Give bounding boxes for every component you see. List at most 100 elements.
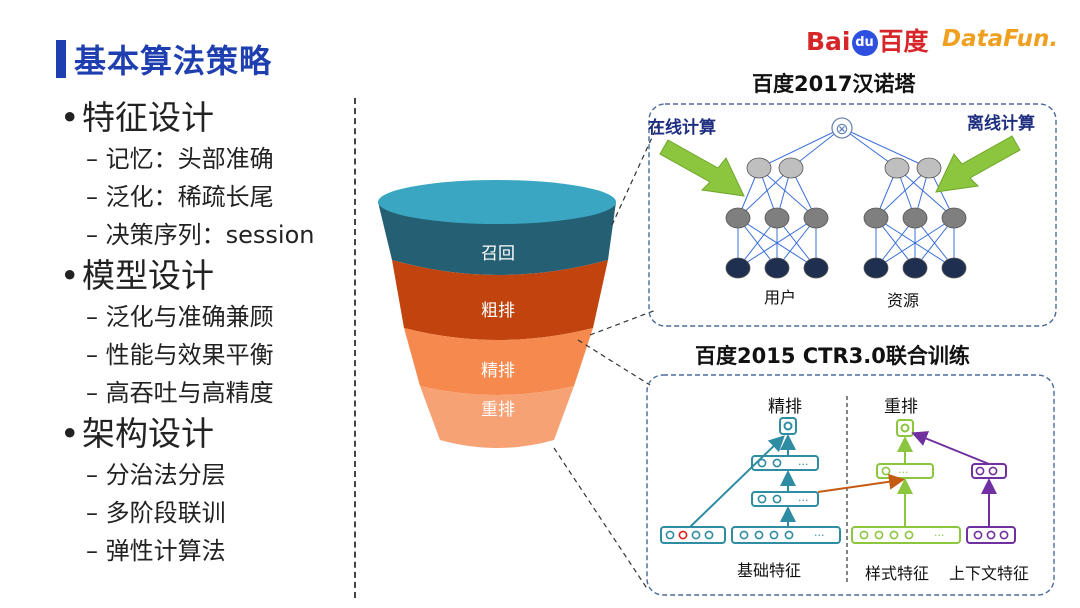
connector-line [553,447,649,591]
style-feature-label: 样式特征 [865,564,929,583]
ctr-title: 百度2015 CTR3.0联合训练 [695,344,970,368]
outline-section-model: •模型设计 – 泛化与准确兼顾 – 性能与效果平衡 – 高吞吐与高精度 [60,254,350,412]
tower-edge [875,217,955,269]
feature-dot [757,458,767,468]
outline-section-architecture: •架构设计 – 分治法分层 – 多阶段联训 – 弹性计算法 [60,412,350,570]
tower-edge [758,127,843,169]
funnel-top [378,180,616,224]
fine-edge [689,435,785,528]
funnel-fine-band [404,328,593,395]
tower-node [902,257,928,279]
tower-node [941,207,967,229]
feature-dot [739,530,749,540]
funnel-rerank-band [420,386,574,448]
ctr-feature-dots [665,458,1009,540]
tower-edge [758,167,817,219]
feature-dot [904,530,914,540]
outline-list: •特征设计 – 记忆：头部准确 – 泛化：稀疏长尾 – 决策序列：session… [60,96,350,570]
ellipsis: ··· [798,494,809,507]
bullet: • [60,98,80,137]
ctr-rerank-network [817,419,1016,544]
tower-node [916,157,942,179]
connector-line [611,119,661,226]
tower-edge [841,127,930,169]
feature-dot [772,494,782,504]
feature-dot [784,530,794,540]
context-feature-block [966,526,1016,544]
tower-node [941,257,967,279]
online-arrow-icon [659,139,745,197]
online-label: 在线计算 [648,117,716,138]
combine-icon: ⊗ [835,119,848,138]
funnel-stage-recall: 召回 [481,244,515,264]
feature-dot [889,530,899,540]
outline-item: – 泛化：稀疏长尾 [86,183,274,211]
baidu-logo-text: Bai [806,27,851,56]
base-feature-label: 基础特征 [737,561,801,580]
context-edge [911,431,990,465]
feature-dot [988,466,998,476]
feature-dot [757,494,767,504]
base-feature-block-2 [731,526,841,544]
tower-edge [737,217,817,269]
feature-dot [999,530,1009,540]
baidu-paw-icon: du [851,30,878,56]
bullet: • [60,414,80,453]
tower-node [764,207,790,229]
feature-dot [881,466,891,476]
vertical-divider [354,98,356,598]
ellipsis: ··· [814,529,825,542]
funnel-stage-rerank: 重排 [481,400,515,420]
bullet: • [60,256,80,295]
ellipsis: ··· [898,466,909,479]
outline-item: – 决策序列：session [86,221,315,249]
tower-node [803,257,829,279]
outline-item: – 分治法分层 [86,461,226,489]
tower-edge [737,167,792,219]
feature-dot [986,530,996,540]
feature-dot [704,530,714,540]
datafun-logo: DataFun. [942,26,1059,52]
ctr-panel [646,374,1055,596]
outline-section-feature: •特征设计 – 记忆：头部准确 – 泛化：稀疏长尾 – 决策序列：session [60,96,350,254]
ctr-fine-network [660,417,841,544]
feature-dot [691,530,701,540]
tower-node [803,207,829,229]
feature-dot [772,458,782,468]
ellipsis: ··· [798,458,809,471]
title-accent-bar [56,40,66,78]
tower-node [725,207,751,229]
ctr-rerank-label: 重排 [884,397,918,417]
rerank-output-node [896,419,914,437]
tower-edge [875,167,930,219]
tower-node [764,257,790,279]
section-heading: 特征设计 [82,98,214,137]
funnel-stage-fine: 精排 [481,361,515,381]
feature-dot [859,530,869,540]
tower-node [725,257,751,279]
fine-output-node [779,417,797,435]
outline-item: – 高吞吐与高精度 [86,379,274,407]
tower-network: ⊗ [725,117,967,279]
ctr-fine-label: 精排 [768,397,802,417]
feature-dot [973,530,983,540]
combine-node [831,117,853,139]
outline-item: – 多阶段联训 [86,499,226,527]
tower-edges [737,127,955,269]
offline-arrow-icon [935,135,1021,193]
tower-node [863,257,889,279]
connector-line [577,339,651,386]
tower-nodes [725,157,967,279]
node-dot [783,421,793,431]
funnel-stage-coarse: 粗排 [481,301,515,321]
ellipsis: ··· [934,529,945,542]
feature-dot [665,530,675,540]
feature-dot [769,530,779,540]
feature-dot [678,530,688,540]
tower-node [778,157,804,179]
tower-panel [648,103,1057,327]
outline-item: – 记忆：头部准确 [86,145,274,173]
section-heading: 模型设计 [82,256,214,295]
base-feature-block-1 [660,526,726,544]
